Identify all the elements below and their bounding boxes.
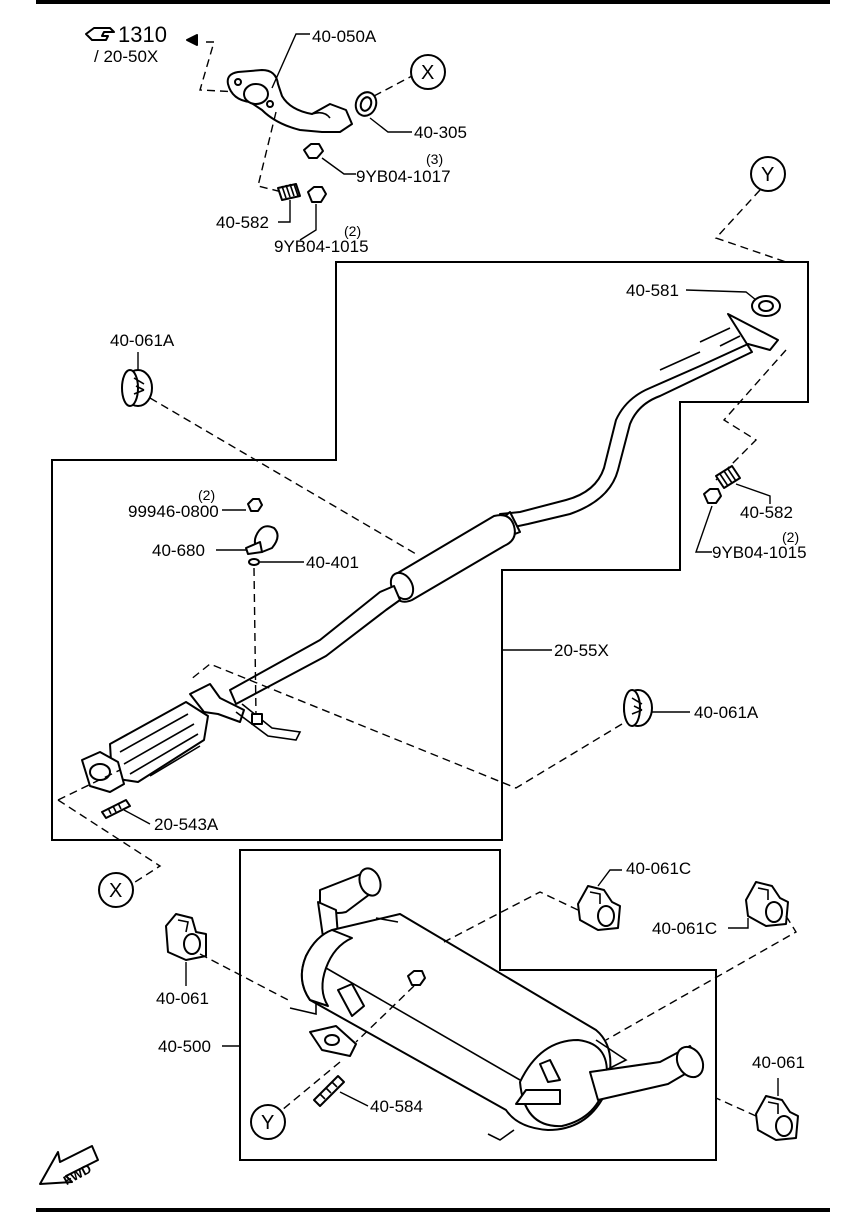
label-40-581: 40-581 <box>626 281 679 300</box>
label-40-500: 40-500 <box>158 1037 211 1056</box>
label-9yb04-1015-top: 9YB04-1015 <box>274 237 369 256</box>
hanger-40-061a-left <box>121 369 153 407</box>
qty-1017: (3) <box>426 151 443 167</box>
hanger-40-061c-lower <box>745 881 789 927</box>
connection-x-bottom <box>98 872 134 908</box>
label-40-061-left: 40-061 <box>156 989 209 1008</box>
label-40-582-top: 40-582 <box>216 213 269 232</box>
forward-arrow-icon: FWD <box>39 1145 99 1188</box>
label-40-305: 40-305 <box>414 123 467 142</box>
label-9yb04-1017: 9YB04-1017 <box>356 167 451 186</box>
center-pipe-20-55x <box>81 313 779 793</box>
nut-9yb04-1017 <box>303 143 324 159</box>
ref-20-50x: / 20-50X <box>94 47 158 66</box>
spring-40-582-right <box>715 465 741 489</box>
connection-x-top <box>410 54 446 90</box>
assembly-box-20-55x <box>51 261 809 841</box>
hanger-40-061-left <box>165 913 207 961</box>
stud-20-543a <box>101 799 131 819</box>
nut-9yb04-1015-right <box>703 488 722 504</box>
connection-y-bottom <box>250 1104 286 1140</box>
nut-muffler <box>407 970 426 986</box>
nut-9yb04-1015-top <box>307 186 327 203</box>
circle-y-top: Y <box>761 164 774 186</box>
label-40-061-right: 40-061 <box>752 1053 805 1072</box>
hanger-40-061c-upper <box>577 885 621 931</box>
label-40-050a: 40-050A <box>312 27 377 46</box>
washer-40-401 <box>248 558 260 566</box>
label-40-584: 40-584 <box>370 1097 423 1116</box>
label-40-582-right: 40-582 <box>740 503 793 522</box>
label-40-401: 40-401 <box>306 553 359 572</box>
qty-99946: (2) <box>198 487 215 503</box>
stud-40-584 <box>313 1075 345 1107</box>
label-40-061a-left: 40-061A <box>110 331 175 350</box>
label-40-061a-right: 40-061A <box>694 703 759 722</box>
muffler-40-500 <box>289 867 705 1141</box>
nut-99946-0800 <box>247 498 263 512</box>
label-99946-0800: 99946-0800 <box>128 502 219 521</box>
label-40-061c-lower: 40-061C <box>652 919 717 938</box>
front-pipe-40-050a <box>226 69 353 133</box>
spring-40-582-top <box>277 183 301 201</box>
label-20-55x: 20-55X <box>554 641 609 660</box>
gasket-40-581 <box>751 295 781 317</box>
label-40-061c-upper: 40-061C <box>626 859 691 878</box>
circle-x-top: X <box>421 62 434 84</box>
label-40-680: 40-680 <box>152 541 205 560</box>
hanger-40-061-right <box>755 1095 799 1141</box>
clamp-40-680 <box>245 525 279 555</box>
label-9yb04-1015-right: 9YB04-1015 <box>712 543 807 562</box>
circle-y-bottom: Y <box>261 1112 274 1134</box>
reference-hand-icon <box>85 27 198 46</box>
connection-y-top <box>750 156 786 192</box>
ref-1310: 1310 <box>118 22 167 47</box>
circle-x-bottom: X <box>109 880 122 902</box>
hanger-40-061a-right <box>623 689 653 727</box>
label-20-543a: 20-543A <box>154 815 219 834</box>
gasket-40-305 <box>354 91 378 117</box>
qty-1015-right: (2) <box>782 529 799 545</box>
assembly-box-40-500 <box>239 849 717 1161</box>
qty-1015-top: (2) <box>344 223 361 239</box>
